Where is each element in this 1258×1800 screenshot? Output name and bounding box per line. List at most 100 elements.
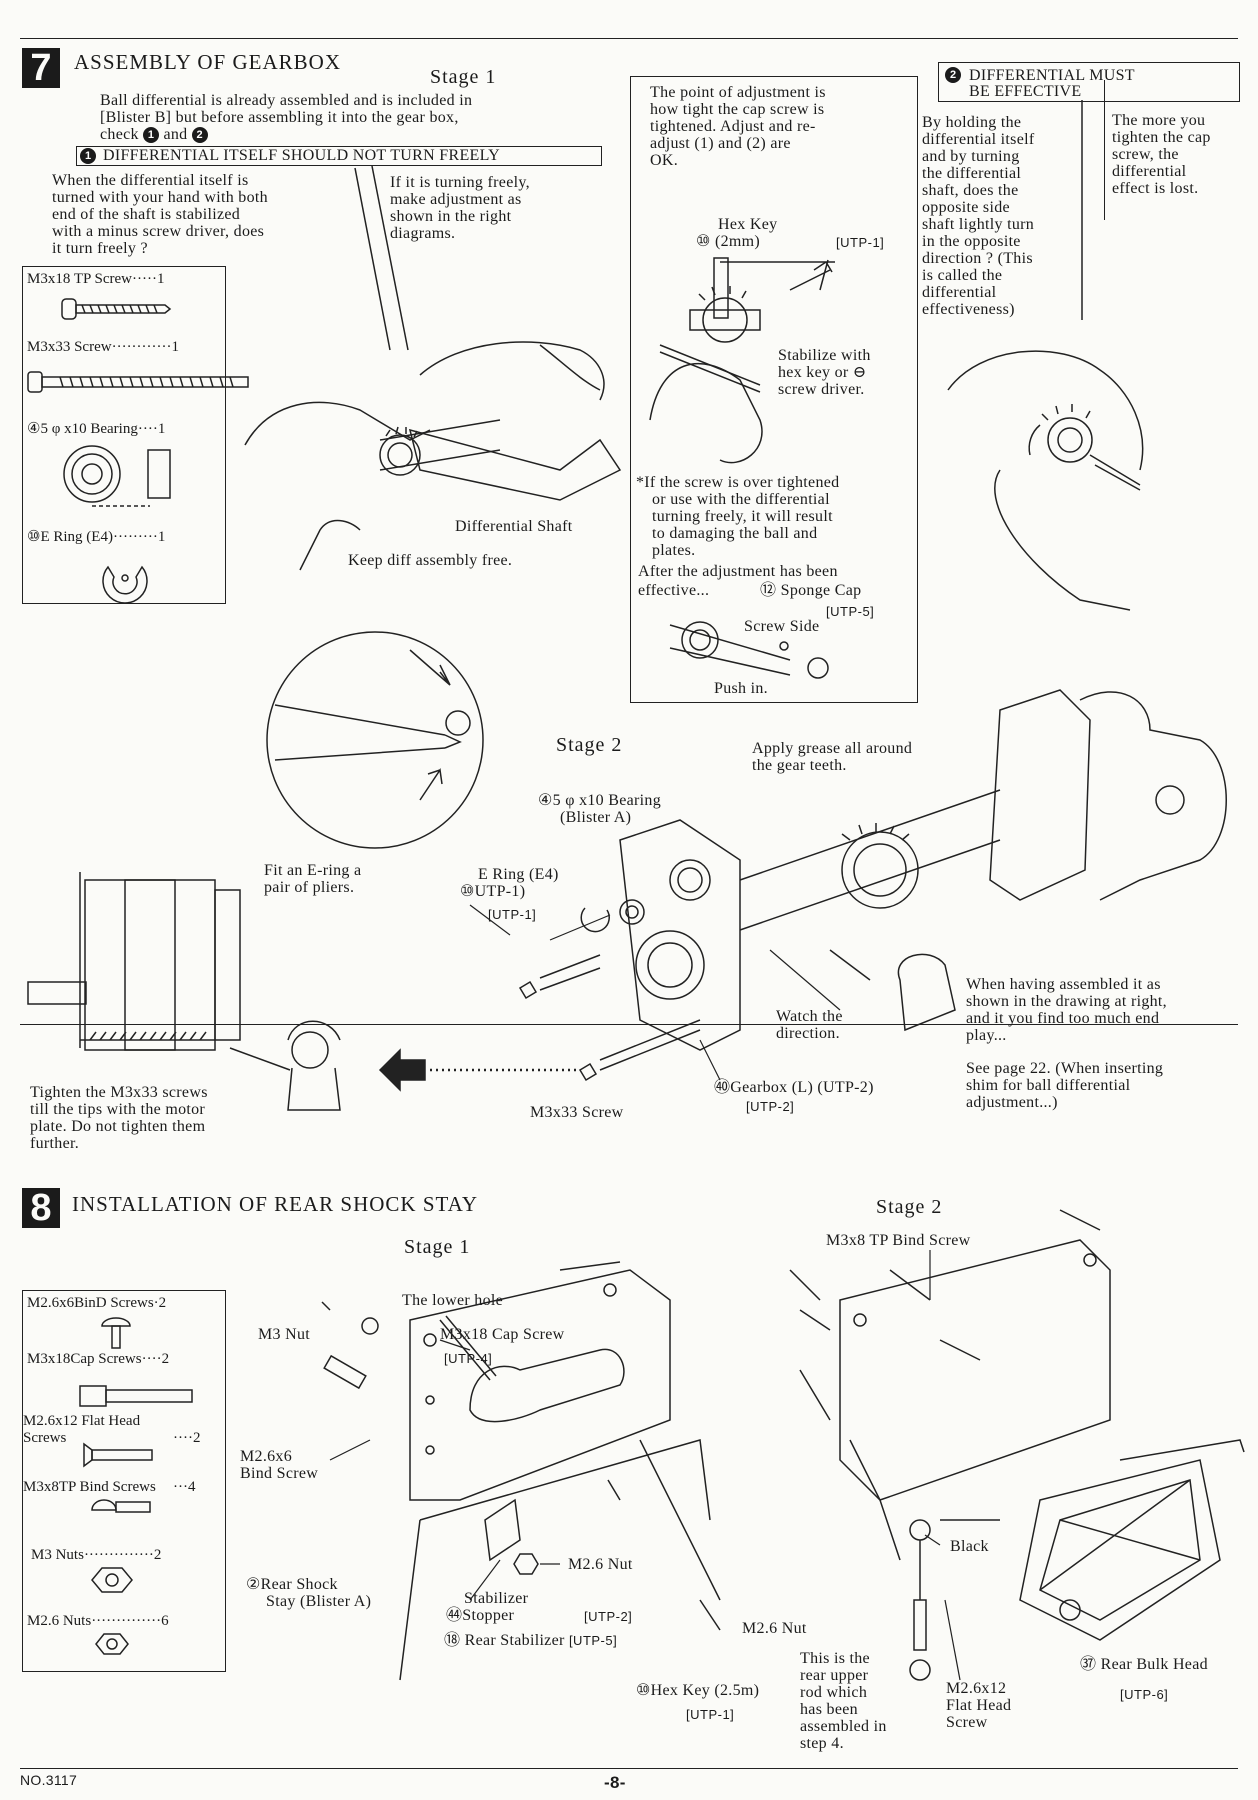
part-name: M3x33 Screw [27, 339, 112, 355]
part-row: M3x18Cap Screws····2 [27, 1351, 169, 1368]
rear-upper-3: rod which [800, 1684, 868, 1701]
utp1-label: [UTP-1] [836, 235, 885, 250]
s8-stage1-label: Stage 1 [404, 1236, 471, 1258]
when-assembled-2: shown in the drawing at right, [966, 993, 1167, 1010]
s8-stage2-label: Stage 2 [876, 1196, 943, 1218]
m3-nut-label: M3 Nut [258, 1326, 311, 1343]
part-row: M3x18 TP Screw·····1 [27, 271, 164, 288]
utp2-label: [UTP-2] [746, 1099, 795, 1114]
part-name: M3 Nuts [31, 1547, 84, 1563]
part-name: M3x18 TP Screw [27, 271, 132, 287]
part-leader: ··· [173, 1479, 188, 1495]
part-ref: ④ [27, 421, 41, 437]
more-tighten-5: effect is lost. [1112, 180, 1199, 197]
part-leader: ········· [112, 529, 158, 545]
bearing-a-1: ④5 φ x10 Bearing [538, 792, 662, 809]
part-qty: 2 [153, 1547, 162, 1563]
part-qty: 6 [161, 1613, 169, 1629]
check2-text-8: in the opposite [922, 233, 1021, 250]
intro-line-1: Ball differential is already assembled a… [100, 92, 473, 109]
part-leader: ·············· [83, 1547, 154, 1563]
adjust-text-4: adjust (1) and (2) are [650, 135, 791, 152]
part-qty: 1 [156, 271, 165, 287]
over-tight-3: turning freely, it will result [652, 508, 833, 525]
part-row: M3x8TP Bind Screws ···4 [23, 1479, 219, 1496]
flat-head-1: M2.6x12 [946, 1680, 1007, 1697]
more-tighten-1: The more you [1112, 112, 1206, 129]
adjust-text-2: how tight the cap screw is [650, 101, 825, 118]
push-in-label: Push in. [714, 680, 768, 697]
part-row: ⑩E Ring (E4)·········1 [27, 527, 165, 546]
if-turning-3: shown in the right [390, 208, 512, 225]
check2-text-3: and by turning [922, 148, 1020, 165]
check1-text-1: When the differential itself is [52, 172, 249, 189]
grease-2: the gear teeth. [752, 757, 847, 774]
utp1c-label: [UTP-1] [686, 1707, 735, 1722]
lower-hole-label: The lower hole [402, 1292, 504, 1309]
part-row: M2.6 Nuts··············6 [27, 1613, 169, 1630]
shock-stay-1: ②Rear Shock [246, 1576, 338, 1593]
more-tighten-2: tighten the cap [1112, 129, 1211, 146]
intro-and: and [163, 126, 188, 143]
check2-text-11: differential [922, 284, 997, 301]
screw-side-label: Screw Side [744, 618, 820, 635]
ering-pliers-1: Fit an E-ring a [264, 862, 362, 879]
part-qty: 4 [188, 1479, 196, 1495]
rear-upper-1: This is the [800, 1650, 870, 1667]
over-tight-4: to damaging the ball and [652, 525, 818, 542]
hex-key-ref: ⑩ [696, 233, 711, 250]
over-tight-5: plates. [652, 542, 696, 559]
check2-text-10: is called the [922, 267, 1003, 284]
grease-1: Apply grease all around [752, 740, 913, 757]
check1-text-2: turned with your hand with both [52, 189, 268, 206]
intro-check-word: check [100, 126, 139, 143]
hands-differential-drawing [244, 341, 622, 571]
part-name: M2.6x12 Flat Head Screws [23, 1413, 141, 1446]
mascot-boy-icon [229, 1020, 341, 1111]
badge-2-icon: 2 [945, 67, 961, 83]
part-name: E Ring (E4) [40, 529, 113, 545]
check1-text-4: with a minus screw driver, does [52, 223, 265, 240]
part-ref: ⑩ [27, 529, 41, 545]
bind-screw-2: Bind Screw [240, 1465, 319, 1482]
utp1b-label: [UTP-1] [488, 907, 537, 922]
when-assembled-1: When having assembled it as [966, 976, 1161, 993]
tighten-4: further. [30, 1135, 80, 1152]
after-adj-2: effective... [638, 582, 710, 599]
intro-line-2: [Blister B] but before assembling it int… [100, 109, 459, 126]
when-assembled-4: play... [966, 1027, 1007, 1044]
black-label: Black [950, 1538, 989, 1555]
tp-bind-label: M3x8 TP Bind Screw [826, 1232, 971, 1249]
hex-key-label: Hex Key [718, 216, 778, 233]
sponge-cap-text: Sponge Cap [780, 582, 862, 599]
diff-shaft-label: Differential Shaft [455, 518, 573, 535]
watch-dir-2: direction. [776, 1025, 840, 1042]
sponge-cap-label: ⑫ Sponge Cap [760, 582, 861, 599]
check2-title-2: BE EFFECTIVE [969, 83, 1082, 100]
stabilize-1: Stabilize with [778, 347, 871, 364]
stabilize-3: screw driver. [778, 381, 865, 398]
rear-upper-6: step 4. [800, 1735, 844, 1752]
bulk-head-label: ㊲ Rear Bulk Head [1080, 1656, 1208, 1673]
check2-text-1: By holding the [922, 114, 1022, 131]
s7-stage1-label: Stage 1 [430, 66, 497, 88]
rear-stabilizer-label: ⑱ Rear Stabilizer [UTP-5] [444, 1632, 617, 1649]
part-name: M2.6 Nuts [27, 1613, 92, 1629]
flat-head-2: Flat Head [946, 1697, 1012, 1714]
check2-text-6: opposite side [922, 199, 1010, 216]
if-turning-1: If it is turning freely, [390, 174, 530, 191]
part-leader: ····· [132, 271, 157, 287]
utp4-label: [UTP-4] [444, 1351, 493, 1366]
m3x33-label: M3x33 Screw [530, 1104, 624, 1121]
rear-upper-4: has been [800, 1701, 858, 1718]
part-leader: · [153, 1295, 159, 1311]
bulk-head-text: Rear Bulk Head [1100, 1656, 1208, 1673]
check1-header: 1 DIFFERENTIAL ITSELF SHOULD NOT TURN FR… [76, 146, 602, 166]
over-tight-1: *If the screw is over tightened [636, 474, 840, 491]
utp5-label: [UTP-5] [826, 604, 875, 619]
rear-upper-2: rear upper [800, 1667, 869, 1684]
footer-code: NO.3117 [20, 1772, 78, 1788]
part-leader: ···· [173, 1430, 193, 1446]
part-name: M3x8TP Bind Screws [23, 1479, 156, 1495]
part-row: M2.6x6BinD Screws·2 [27, 1295, 166, 1312]
